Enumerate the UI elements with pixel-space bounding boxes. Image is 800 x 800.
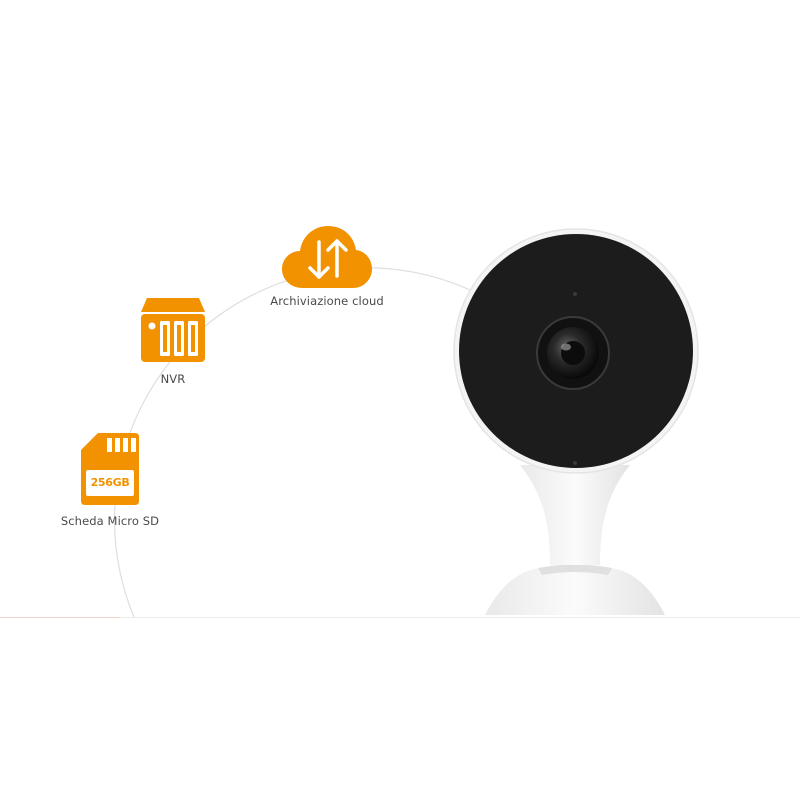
nvr-recorder-icon bbox=[141, 298, 205, 362]
cloud-upload-download-icon bbox=[282, 226, 372, 288]
floor-line bbox=[0, 617, 800, 618]
feature-micro-sd: 256GB Scheda Micro SD bbox=[52, 432, 168, 528]
feature-nvr: NVR bbox=[128, 296, 218, 386]
security-camera-image bbox=[453, 228, 699, 615]
feature-cloud: Archiviazione cloud bbox=[270, 224, 384, 308]
feature-label-nvr: NVR bbox=[160, 372, 186, 386]
feature-label-sd: Scheda Micro SD bbox=[60, 514, 160, 528]
floor-accent bbox=[0, 617, 120, 618]
feature-label-cloud: Archiviazione cloud bbox=[270, 294, 384, 308]
micro-sd-card-icon: 256GB bbox=[80, 432, 140, 506]
sd-capacity-badge: 256GB bbox=[90, 476, 130, 489]
